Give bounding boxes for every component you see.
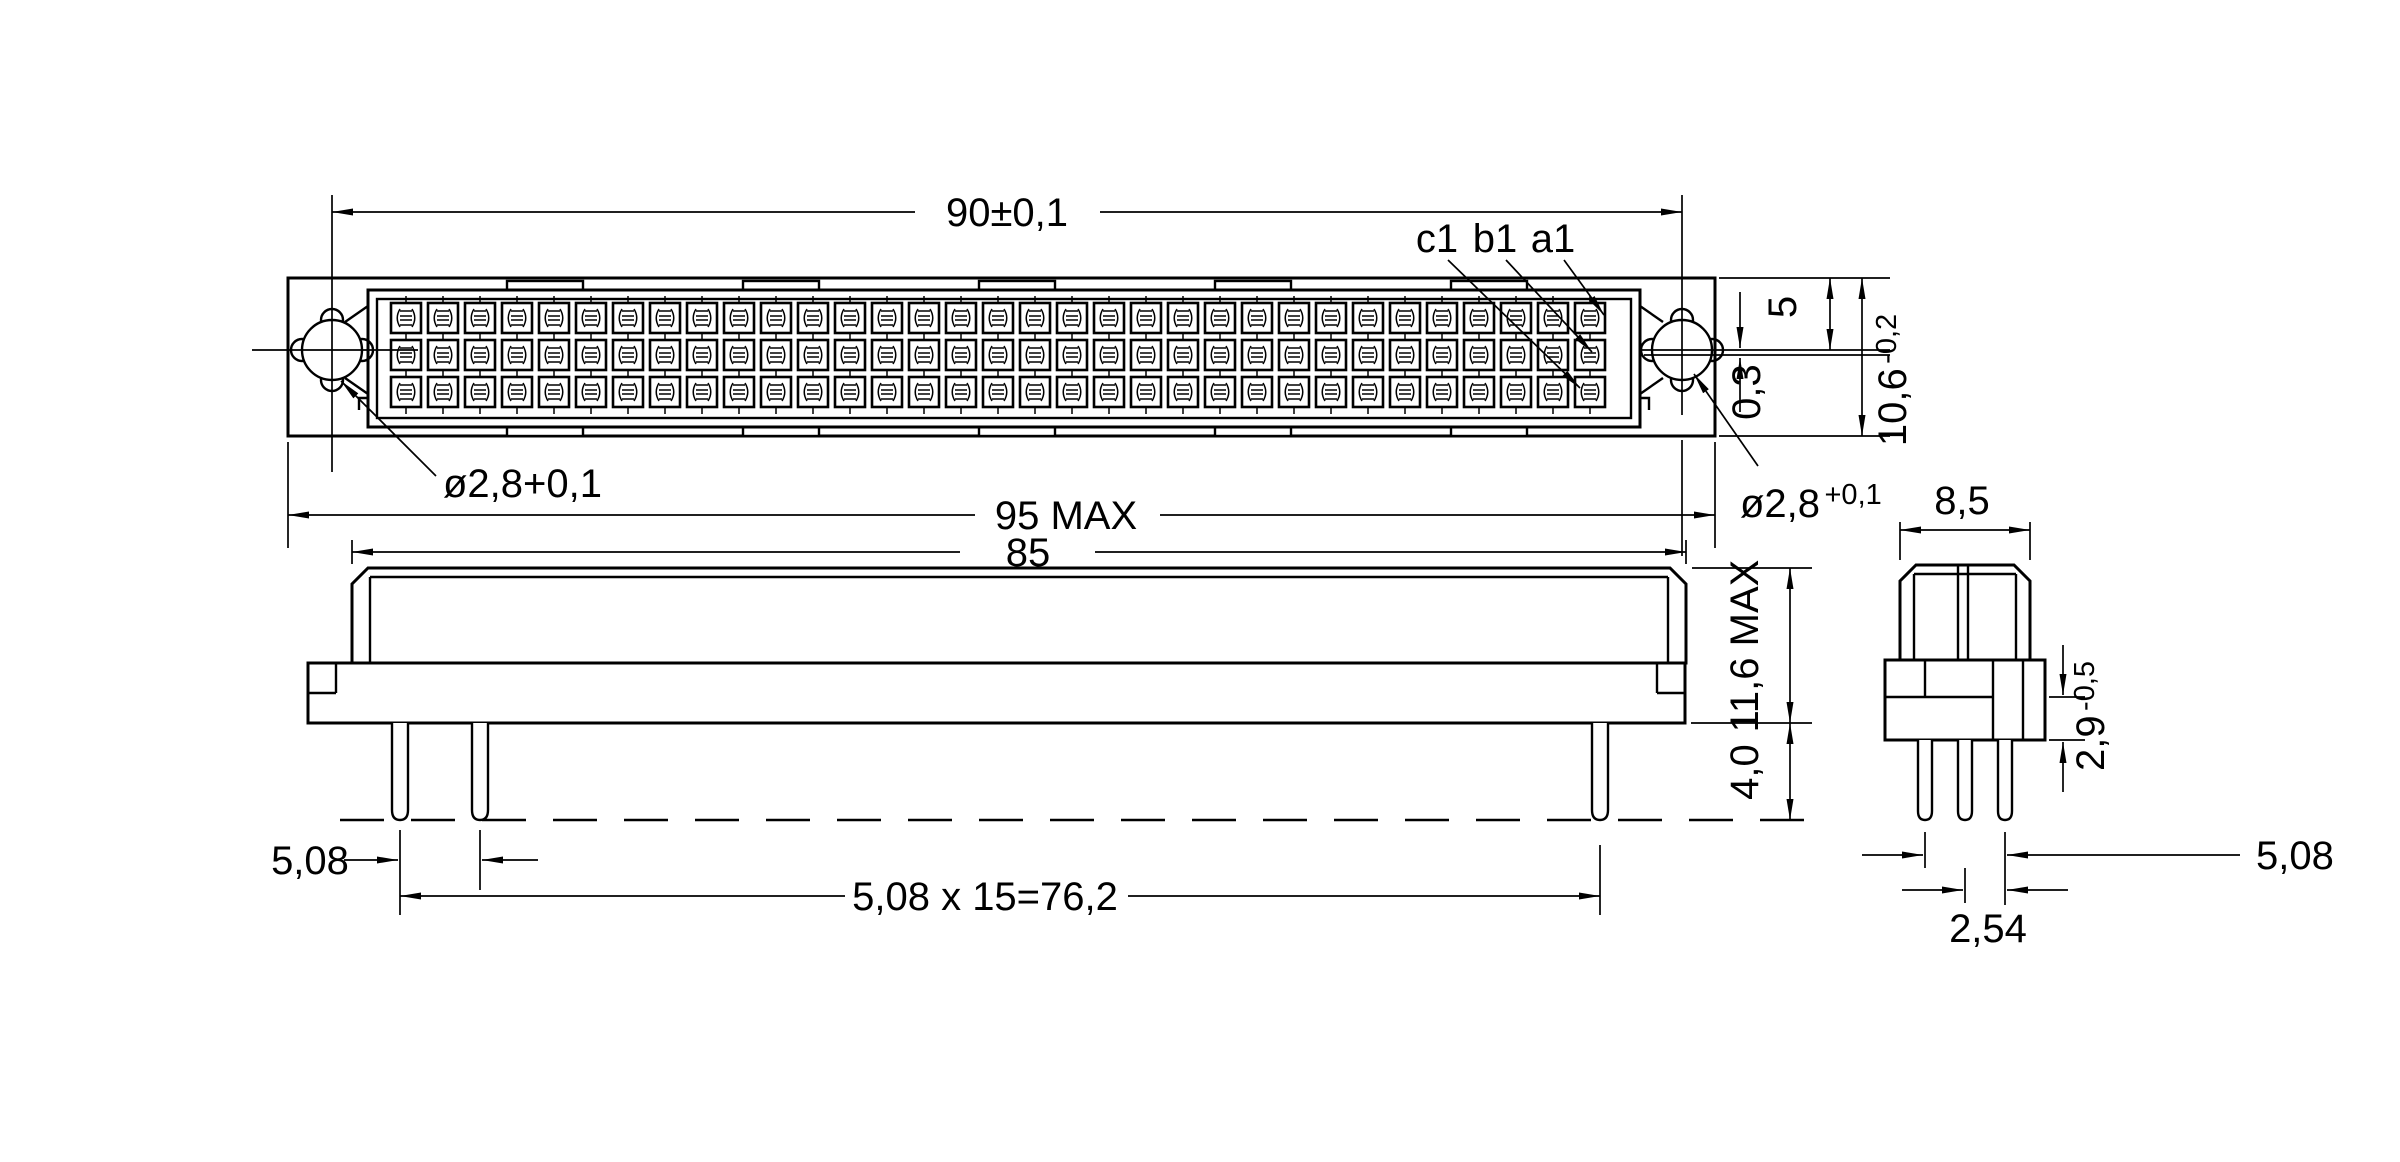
hole-label-right: ø2,8 +0,1 <box>1693 373 1882 526</box>
dim-0-3-label: 0,3 <box>1725 364 1769 420</box>
dim-hole-spacing-label: 90±0,1 <box>946 191 1068 235</box>
end-view: 8,5 2,9 -0,5 <box>1862 479 2334 951</box>
middle-flange-notches <box>308 663 1685 695</box>
dim-8-5-label: 8,5 <box>1934 479 1990 523</box>
dim-pin-span: 5,08 x 15=76,2 <box>400 845 1601 919</box>
mounting-ear-right <box>1639 305 1664 410</box>
dim-11-6-max-label: 11,6 MAX <box>1723 560 1767 733</box>
middle-flange-outline <box>306 661 1687 725</box>
dim-hole-spacing: 90±0,1 <box>332 191 1682 235</box>
dim-10-6-main: 10,6 <box>1871 368 1915 446</box>
hole-label-right-text: ø2,8 +0,1 <box>1740 479 1882 526</box>
front-body-inner <box>375 297 1633 420</box>
hole-label-right-tol: +0,1 <box>1825 479 1882 511</box>
dim-outer-pin-span: 5,08 <box>1862 832 2334 905</box>
end-view-body <box>1898 563 2032 662</box>
dim-4-0-label: 4,0 <box>1723 744 1767 800</box>
row-label-a1: a1 <box>1531 217 1576 261</box>
hole-label-right-main: ø2,8 <box>1740 482 1820 526</box>
row-label-c1: c1 <box>1416 217 1458 261</box>
dim-pin-pitch-end: 2,54 <box>1902 868 2068 951</box>
shroud-outline <box>350 566 1688 665</box>
dim-2-9-main: 2,9 <box>2069 715 2113 771</box>
dim-5-08-right-label: 5,08 <box>2256 834 2334 878</box>
row-label-b1: b1 <box>1473 217 1518 261</box>
end-view-flange-lines <box>1885 660 2025 740</box>
end-view-flange <box>1883 658 2047 742</box>
side-elevation-view: 85 11,6 MAX 4,0 <box>271 531 1812 919</box>
end-view-body-lines <box>1912 566 2018 660</box>
dim-flange-top-to-hole: 5 <box>1761 278 1834 350</box>
dim-10-6-tol: -0,2 <box>1871 314 1903 364</box>
dim-2-54-label: 2,54 <box>1949 907 2027 951</box>
dim-body-width: 8,5 <box>1899 479 2031 560</box>
hole-label-left-text: ø2,8+0,1 <box>443 462 602 506</box>
dim-10-6-label: 10,6 -0,2 <box>1871 314 1915 446</box>
dim-height-max: 11,6 MAX <box>1691 560 1812 733</box>
row-labels: c1 b1 a1 <box>1416 217 1605 389</box>
dim-shoulder: 2,9 -0,5 <box>2049 645 2113 792</box>
end-view-pins <box>1916 740 2014 822</box>
dim-pin-pitch-left: 5,08 <box>271 830 538 915</box>
dim-flange-height: 10,6 -0,2 <box>1858 278 1915 446</box>
dim-95-max-label: 95 MAX <box>995 494 1137 538</box>
dim-5-label: 5 <box>1761 296 1805 318</box>
dim-2-9-label: 2,9 -0,5 <box>2069 661 2113 771</box>
middle-view-pins <box>390 723 1610 822</box>
dim-centerline-offset: 0,3 <box>1725 292 1769 420</box>
centerlines <box>252 195 1890 556</box>
dim-pin-length: 4,0 <box>1723 723 1794 820</box>
dim-5-08-left-label: 5,08 <box>271 839 349 883</box>
dim-flange-length: 95 MAX <box>288 494 1715 538</box>
shroud-inner-lines <box>368 575 1670 663</box>
hole-label-left: ø2,8+0,1 <box>340 380 602 506</box>
dim-pin-span-label: 5,08 x 15=76,2 <box>852 875 1118 919</box>
dim-2-9-tol: -0,5 <box>2069 661 2101 711</box>
front-view: 90±0,1 c1 b1 a1 5 0,3 10,6 -0,2 <box>252 191 1915 556</box>
